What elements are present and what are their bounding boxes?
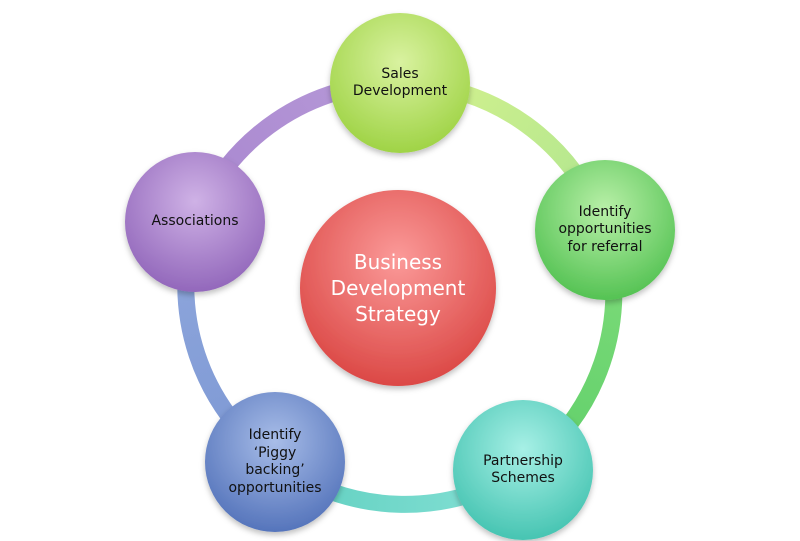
node-piggy-backing: [205, 392, 345, 532]
center-circle: [300, 190, 496, 386]
node-sales-development: [330, 13, 470, 153]
node-associations: [125, 152, 265, 292]
node-partnership-schemes: [453, 400, 593, 540]
node-identify-referral: [535, 160, 675, 300]
